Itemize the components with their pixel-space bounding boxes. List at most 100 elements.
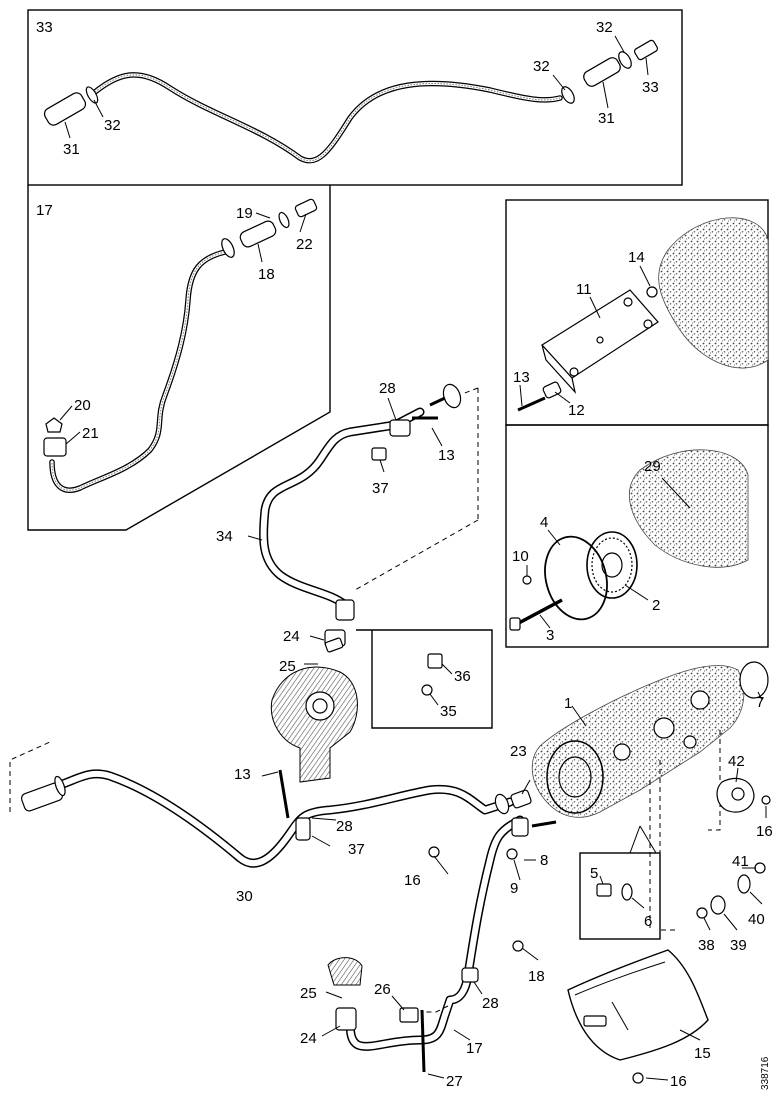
- pipe-34: 28 13 37 34: [216, 380, 479, 647]
- callout-25: 25: [279, 658, 296, 675]
- panel-top-label: 33: [36, 19, 53, 36]
- callout-31: 31: [598, 110, 615, 127]
- callout-32: 32: [596, 19, 613, 36]
- sleeve-18: [221, 198, 318, 258]
- callout-29: 29: [644, 458, 661, 475]
- callout-13: 13: [513, 369, 530, 386]
- callout-40: 40: [748, 911, 765, 928]
- callout-30: 30: [236, 888, 253, 905]
- bolt-3: [509, 598, 563, 631]
- panel-top: 33 32 31 32 32 33 31: [27, 9, 683, 186]
- callout-25: 25: [300, 985, 317, 1002]
- callout-15: 15: [694, 1045, 711, 1062]
- callout-24: 24: [283, 628, 300, 645]
- callout-41: 41: [732, 853, 749, 870]
- gear-2: [586, 531, 638, 599]
- callout-28: 28: [379, 380, 396, 397]
- callout-33: 33: [642, 79, 659, 96]
- callout-7: 7: [756, 694, 764, 711]
- callout-2: 2: [652, 597, 660, 614]
- callout-4: 4: [540, 514, 548, 531]
- main-housing-1: 7 1: [531, 661, 769, 818]
- callout-6: 6: [644, 913, 652, 930]
- callout-26: 26: [374, 981, 391, 998]
- left-pipe: [49, 249, 228, 493]
- panel-right-middle: 29 4 10 2 3: [505, 424, 769, 648]
- callout-5: 5: [590, 865, 598, 882]
- sleeve-31-right: [561, 39, 659, 104]
- top-leaders: [64, 35, 649, 139]
- top-pipe: [92, 72, 563, 164]
- pump-body-lower: 25 24: [300, 957, 363, 1047]
- callout-32: 32: [533, 58, 550, 75]
- callout-28: 28: [482, 995, 499, 1012]
- callout-18: 18: [258, 266, 275, 283]
- left-leaders: [59, 212, 307, 445]
- callout-17: 17: [466, 1040, 483, 1057]
- callout-18: 18: [528, 968, 545, 985]
- fitting-20-21: [43, 417, 67, 457]
- callout-24: 24: [300, 1030, 317, 1047]
- callout-31: 31: [63, 141, 80, 158]
- right-dashed-guides: [649, 730, 721, 931]
- callout-36: 36: [454, 668, 471, 685]
- callout-3: 3: [546, 627, 554, 644]
- bracket-11: [541, 286, 659, 395]
- pipe-17: 16 8 9 18 28 17 27 26: [345, 815, 557, 1090]
- bolt-13-12: [517, 381, 562, 412]
- callout-1: 1: [564, 695, 572, 712]
- callout-16: 16: [404, 872, 421, 889]
- callout-9: 9: [510, 880, 518, 897]
- callout-11: 11: [576, 281, 592, 298]
- callout-10: 10: [512, 548, 529, 565]
- callout-12: 12: [568, 402, 585, 419]
- fittings-38-41: 41 40 39 38: [696, 853, 766, 954]
- bracket-42: 42 16: [716, 753, 773, 840]
- callout-16: 16: [670, 1073, 687, 1090]
- right-middle-leaders: [526, 477, 691, 629]
- callout-38: 38: [698, 937, 715, 954]
- pump-body-upper: 24 25: [270, 628, 358, 783]
- drawing-reference-number: 338716: [760, 1056, 771, 1090]
- washer-10: [522, 575, 532, 585]
- callout-20: 20: [74, 397, 91, 414]
- panel-left-label: 17: [36, 202, 53, 219]
- callout-13: 13: [234, 766, 251, 783]
- sleeve-31-left: [43, 86, 99, 126]
- fitting-34-lower: [335, 599, 355, 621]
- callout-34: 34: [216, 528, 233, 545]
- o-ring-4: [544, 535, 608, 621]
- callout-37: 37: [372, 480, 389, 497]
- callout-32: 32: [104, 117, 121, 134]
- engine-housing-top: [658, 217, 769, 369]
- callout-35: 35: [440, 703, 457, 720]
- callout-42: 42: [728, 753, 745, 770]
- panel-right-middle-frame: [505, 424, 769, 648]
- callout-27: 27: [446, 1073, 463, 1090]
- engine-housing-middle: [629, 449, 749, 568]
- panel-top-frame: [27, 9, 683, 186]
- pipe-30: 13 28 37 30 23: [9, 741, 532, 905]
- panel-right-top: 14 11 13 12: [505, 199, 769, 426]
- callout-19: 19: [236, 205, 253, 222]
- cover-7: [739, 661, 769, 699]
- callout-37: 37: [348, 841, 365, 858]
- clip-37: [371, 447, 387, 461]
- panel-left: 17 19 22 18 20 21: [27, 185, 331, 531]
- clamp-28: [389, 419, 411, 437]
- callout-28: 28: [336, 818, 353, 835]
- callout-21: 21: [82, 425, 99, 442]
- callout-39: 39: [730, 937, 747, 954]
- callout-8: 8: [540, 852, 548, 869]
- callout-22: 22: [296, 236, 313, 253]
- panel-inset-35-36: 36 35: [356, 629, 493, 729]
- callout-23: 23: [510, 743, 527, 760]
- callout-14: 14: [628, 249, 645, 266]
- clip-37b: [295, 817, 311, 841]
- callout-16: 16: [756, 823, 773, 840]
- panel-inset-5-6: 5 6: [579, 825, 661, 940]
- oil-pan-15: 15 16: [567, 949, 711, 1090]
- right-top-leaders: [519, 265, 651, 407]
- callout-13: 13: [438, 447, 455, 464]
